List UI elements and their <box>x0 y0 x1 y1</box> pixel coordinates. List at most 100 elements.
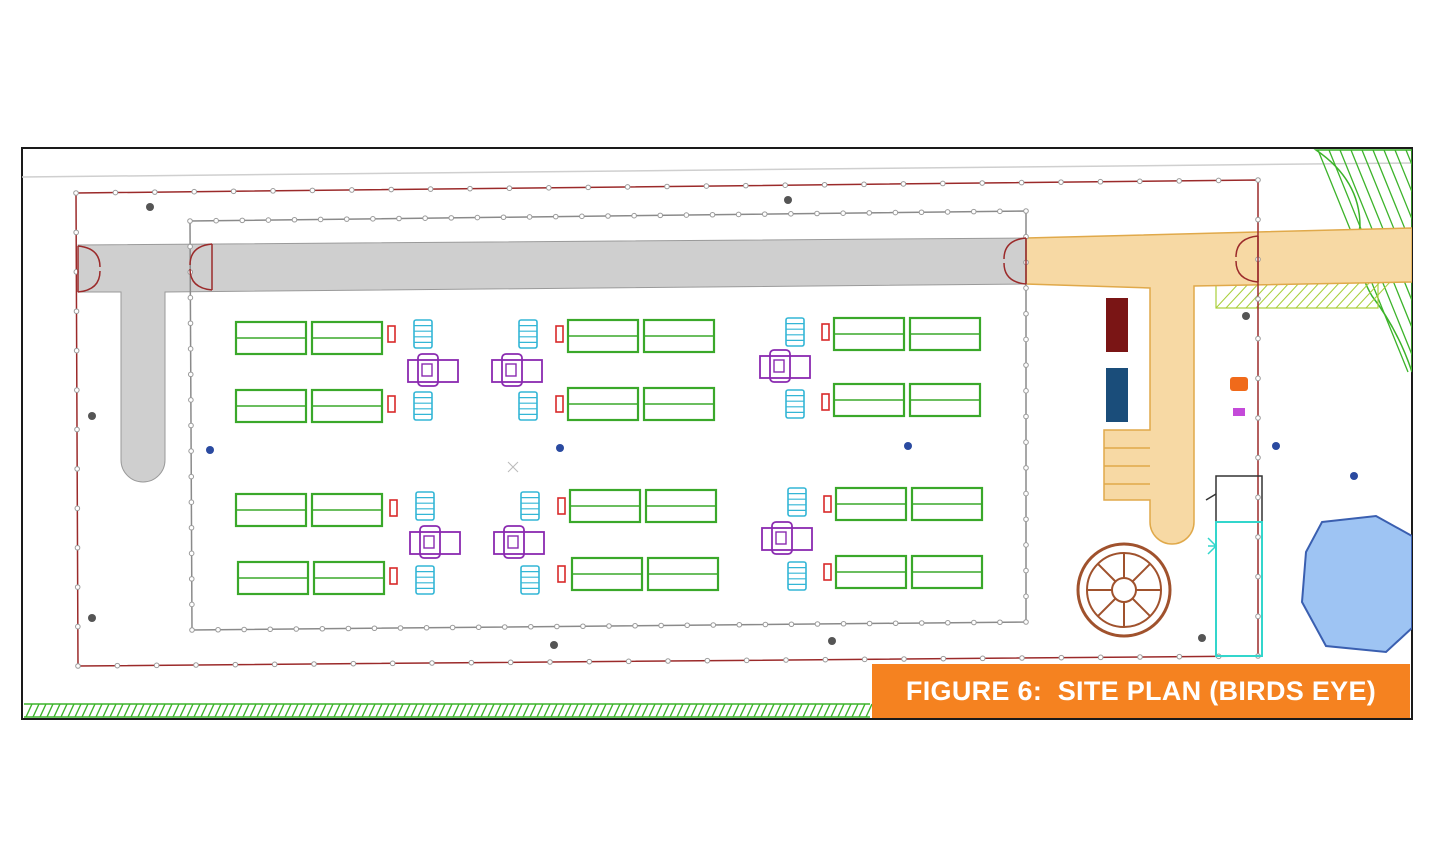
survey-mark-icon <box>507 461 519 473</box>
fence-post <box>900 181 907 187</box>
fence-post <box>606 623 612 629</box>
fence-post <box>736 621 743 628</box>
fence-post <box>580 623 586 630</box>
fence-post <box>918 620 925 626</box>
fence-post <box>232 661 239 668</box>
light-pole-icon <box>1198 634 1206 642</box>
tractor-icon <box>409 525 461 559</box>
greenhouse-icon <box>832 316 982 352</box>
fence-post <box>1023 362 1029 368</box>
fence-post <box>997 208 1003 215</box>
pump-icon <box>387 325 396 343</box>
fence-post <box>664 183 670 190</box>
sensor-icon <box>1272 442 1280 450</box>
fence-post <box>1255 216 1261 223</box>
fence-post <box>683 212 690 218</box>
fence-post <box>1023 285 1029 291</box>
fence-post <box>475 624 482 631</box>
fence-post <box>75 663 81 669</box>
fence-post <box>429 660 435 666</box>
tractor-icon <box>407 353 459 387</box>
fence-post <box>1255 375 1261 382</box>
hedge-bottom-strip <box>24 703 873 718</box>
pump-icon <box>387 395 396 413</box>
fence-post <box>1023 310 1029 317</box>
fence-post <box>448 215 455 221</box>
fence-post <box>814 210 820 217</box>
pump-icon <box>557 565 566 583</box>
fence-post <box>309 187 316 194</box>
tractor-icon <box>759 349 811 383</box>
greenhouse-blocks <box>234 316 984 596</box>
greenhouse-icon <box>570 556 720 592</box>
pump-icon <box>555 325 564 343</box>
water-tank-icon <box>413 319 433 349</box>
fence-post <box>1255 573 1261 580</box>
sensor-icon <box>556 444 564 452</box>
fence-post <box>554 623 560 630</box>
fence-post <box>1176 178 1182 184</box>
fence-post <box>546 185 552 191</box>
fence-post <box>735 211 742 218</box>
fence-post <box>840 620 847 627</box>
fence-post <box>422 215 428 221</box>
fence-post <box>892 620 899 627</box>
fence-post <box>1058 654 1065 661</box>
light-pole-icon <box>146 203 154 211</box>
gate-icon <box>1235 235 1259 283</box>
fence-post <box>74 544 81 551</box>
fence-post <box>1255 534 1261 540</box>
fence-post <box>153 662 160 669</box>
greenhouse-icon <box>832 382 982 418</box>
fence-post <box>230 188 237 195</box>
fence-post <box>349 187 355 193</box>
parking-lines <box>1104 447 1150 485</box>
water-tank-icon <box>520 565 540 595</box>
fence-post <box>710 622 717 628</box>
pump-icon <box>821 323 830 341</box>
fence-post <box>625 658 632 665</box>
fence-post <box>291 216 298 223</box>
fence-post <box>944 209 951 215</box>
fence-post <box>345 625 352 632</box>
fence-post <box>709 211 716 218</box>
fence-post <box>1019 655 1025 661</box>
tractor-icon <box>761 521 813 555</box>
property-line <box>22 162 1412 178</box>
fence-post <box>187 320 194 327</box>
fence-post <box>1255 494 1261 501</box>
water-tank-icon <box>518 319 538 349</box>
fence-post <box>506 185 513 192</box>
fence-post <box>901 656 907 662</box>
fence-post <box>317 216 324 223</box>
fence-post <box>788 211 794 217</box>
fence-post <box>74 426 80 433</box>
fence-post <box>1023 490 1029 497</box>
fence-post <box>866 210 873 216</box>
generator-icon <box>1230 377 1248 391</box>
fence-post <box>213 217 219 224</box>
fence-post <box>585 184 592 191</box>
water-tank-icon <box>785 389 805 419</box>
fence-post <box>970 208 977 215</box>
fence-post <box>704 657 711 664</box>
fence-post <box>191 188 197 195</box>
greenhouse-icon <box>566 318 716 354</box>
pump-icon <box>557 497 566 515</box>
fence-post <box>187 371 194 378</box>
fence-post <box>788 621 795 628</box>
fence-post <box>350 660 357 667</box>
fence-post <box>861 656 868 663</box>
gate-icon <box>1003 237 1027 285</box>
water-tank-icon <box>520 491 540 521</box>
light-pole-icon <box>828 637 836 645</box>
fence-post <box>271 661 278 668</box>
gate-icon <box>77 245 101 293</box>
fence-post <box>743 182 749 189</box>
fence-post <box>1023 439 1029 445</box>
fence-post <box>586 658 593 665</box>
fence-post <box>371 625 378 632</box>
fence-post <box>783 657 789 663</box>
fence-post <box>1023 388 1029 394</box>
fence-post <box>319 625 326 632</box>
